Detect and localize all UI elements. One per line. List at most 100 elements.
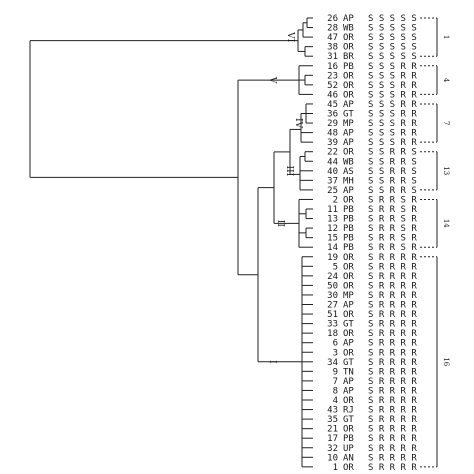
reaction-pattern: S R R R R — [368, 425, 417, 435]
reaction-pattern: S R R S R — [368, 195, 417, 205]
isolate-origin: PB — [343, 243, 354, 253]
isolate-number: 11 — [327, 205, 338, 215]
isolate-origin: PB — [343, 215, 354, 225]
isolate-number: 14 — [327, 243, 338, 253]
reaction-pattern: S R R R R — [368, 253, 417, 263]
reaction-pattern: S S R R S — [368, 186, 417, 196]
cluster-label: VI — [285, 31, 295, 42]
isolate-origin: AP — [343, 100, 354, 110]
isolate-number: 19 — [327, 253, 338, 263]
reaction-pattern: S R R R R — [368, 377, 417, 387]
group-label: 1 — [442, 35, 450, 39]
isolate-number: 52 — [327, 81, 338, 91]
isolate-number: 18 — [327, 329, 338, 339]
group-label: 4 — [442, 78, 450, 83]
isolate-number: 48 — [327, 129, 338, 139]
isolate-origin: PB — [343, 62, 354, 72]
reaction-pattern: S S S R R — [368, 90, 417, 100]
isolate-number: 22 — [327, 148, 338, 158]
isolate-number: 50 — [327, 281, 338, 291]
isolate-number: 24 — [327, 272, 338, 282]
reaction-pattern: S R R R R — [368, 415, 417, 425]
reaction-pattern: S R R S R — [368, 215, 417, 225]
reaction-pattern: S R R R R — [368, 320, 417, 330]
reaction-pattern: S R R R R — [368, 310, 417, 320]
isolate-origin: GT — [343, 110, 354, 120]
reaction-pattern: S S S R R — [368, 100, 417, 110]
isolate-origin: OR — [343, 425, 354, 435]
isolate-number: 37 — [327, 176, 338, 186]
isolate-origin: AP — [343, 129, 354, 139]
isolate-number: 4 — [333, 396, 338, 406]
reaction-pattern: S R R R R — [368, 301, 417, 311]
reaction-pattern: S R R R R — [368, 358, 417, 368]
isolate-origin: OR — [343, 262, 354, 272]
reaction-pattern: S R R R R — [368, 386, 417, 396]
isolate-number: 47 — [327, 33, 338, 43]
group-label: 14 — [442, 219, 450, 228]
isolate-origin: AP — [343, 186, 354, 196]
isolate-number: 5 — [333, 262, 338, 272]
isolate-origin: AP — [343, 301, 354, 311]
isolate-number: 36 — [327, 110, 338, 120]
isolate-origin: AS — [343, 167, 354, 177]
isolate-number: 1 — [333, 463, 338, 473]
reaction-pattern: S S S R R — [368, 81, 417, 91]
isolate-origin: OR — [343, 310, 354, 320]
isolate-number: 21 — [327, 425, 338, 435]
isolate-origin: AP — [343, 138, 354, 148]
isolate-number: 15 — [327, 234, 338, 244]
reaction-pattern: S R R R R — [368, 453, 417, 463]
isolate-origin: PB — [343, 234, 354, 244]
reaction-pattern: S S R R S — [368, 176, 417, 186]
isolate-origin: WB — [343, 24, 354, 34]
isolate-origin: OR — [343, 81, 354, 91]
isolate-origin: AP — [343, 14, 354, 24]
reaction-pattern: S R R R R — [368, 339, 417, 349]
reaction-pattern: S S S R R — [368, 129, 417, 139]
isolate-number: 10 — [327, 453, 338, 463]
group-label: 13 — [442, 166, 450, 175]
isolate-origin: OR — [343, 90, 354, 100]
isolate-number: 26 — [327, 14, 338, 24]
reaction-pattern: S R R R R — [368, 281, 417, 291]
isolate-number: 35 — [327, 415, 338, 425]
reaction-pattern: S R R R R — [368, 463, 417, 473]
reaction-pattern: S S S R R — [368, 110, 417, 120]
isolate-origin: UP — [343, 444, 354, 454]
reaction-pattern: S S R R S — [368, 167, 417, 177]
isolate-number: 7 — [333, 377, 338, 387]
reaction-pattern: S R R R R — [368, 348, 417, 358]
isolate-origin: OR — [343, 329, 354, 339]
isolate-number: 30 — [327, 291, 338, 301]
isolate-number: 3 — [333, 348, 338, 358]
isolate-number: 46 — [327, 90, 338, 100]
isolate-number: 44 — [327, 157, 338, 167]
cluster-label: V — [267, 76, 277, 84]
isolate-origin: TN — [343, 367, 354, 377]
reaction-pattern: S S S S S — [368, 14, 417, 24]
isolate-origin: PB — [343, 434, 354, 444]
isolate-number: 27 — [327, 301, 338, 311]
reaction-pattern: S S S S S — [368, 24, 417, 34]
isolate-origin: AP — [343, 386, 354, 396]
isolate-origin: GT — [343, 358, 354, 368]
isolate-origin: OR — [343, 43, 354, 53]
reaction-pattern: S R R R R — [368, 262, 417, 272]
isolate-origin: OR — [343, 348, 354, 358]
isolate-number: 43 — [327, 406, 338, 416]
isolate-origin: RJ — [343, 406, 354, 416]
isolate-number: 38 — [327, 43, 338, 53]
isolate-origin: BR — [343, 52, 354, 62]
isolate-number: 2 — [333, 195, 338, 205]
isolate-origin: OR — [343, 396, 354, 406]
isolate-origin: OR — [343, 195, 354, 205]
isolate-number: 25 — [327, 186, 338, 196]
isolate-number: 33 — [327, 320, 338, 330]
isolate-number: 29 — [327, 119, 338, 129]
reaction-pattern: S S S R R — [368, 71, 417, 81]
cluster-label: III — [284, 165, 294, 176]
isolate-number: 31 — [327, 52, 338, 62]
